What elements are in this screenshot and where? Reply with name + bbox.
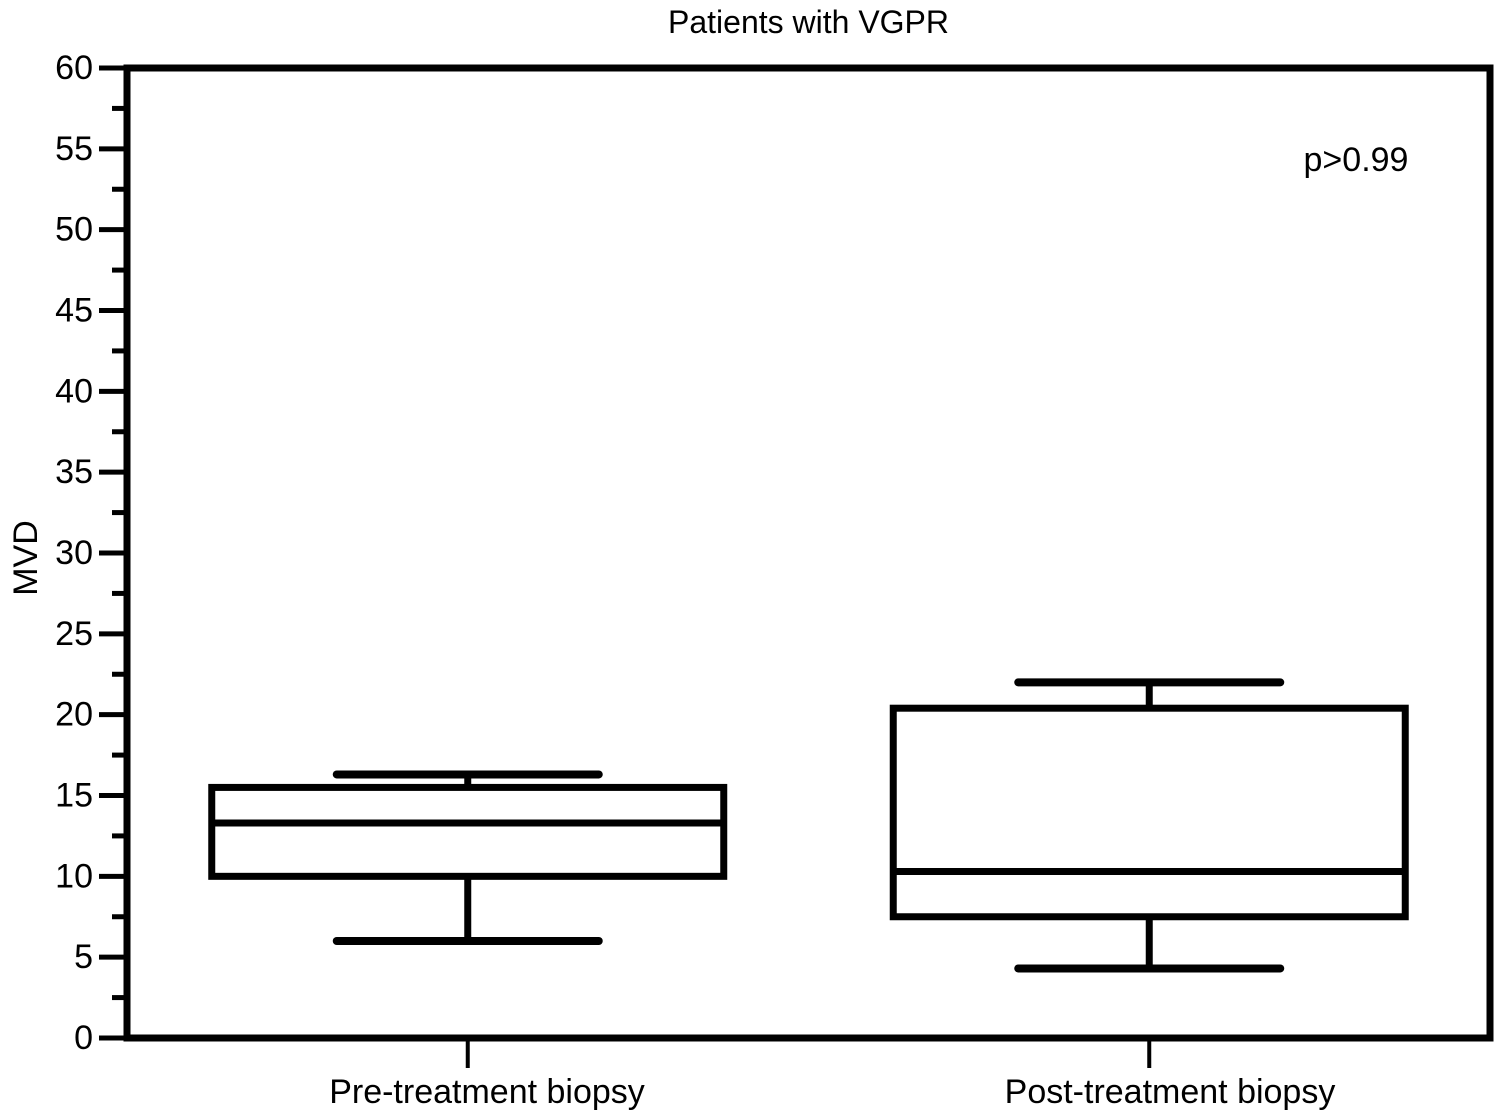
y-axis-tick-label: 55 — [55, 130, 93, 168]
y-axis-tick-label: 10 — [55, 857, 93, 895]
x-category-label-pre-treatment: Pre-treatment biopsy — [329, 1073, 645, 1111]
y-axis-tick-label: 60 — [55, 49, 93, 87]
y-axis-tick-label: 15 — [55, 777, 93, 815]
iqr-box — [208, 783, 728, 880]
y-axis-tick-label: 20 — [55, 696, 93, 734]
y-axis-tick-label: 50 — [55, 211, 93, 249]
y-axis-tick-label: 0 — [74, 1019, 93, 1057]
p-value-annotation: p>0.99 — [1303, 141, 1409, 179]
y-axis-tick-label: 40 — [55, 372, 93, 410]
x-category-label-post-treatment: Post-treatment biopsy — [1005, 1073, 1336, 1111]
y-axis-tick-label: 35 — [55, 453, 93, 491]
y-axis-tick-label: 25 — [55, 615, 93, 653]
y-axis-tick-label: 30 — [55, 534, 93, 572]
iqr-box — [889, 704, 1409, 921]
y-axis-tick-label: 45 — [55, 292, 93, 330]
y-axis-tick-label: 5 — [74, 938, 93, 976]
plot-area: 0 5 10 15 20 25 30 35 40 45 50 55 60 — [55, 49, 1494, 1068]
chart-title: Patients with VGPR — [668, 4, 949, 40]
